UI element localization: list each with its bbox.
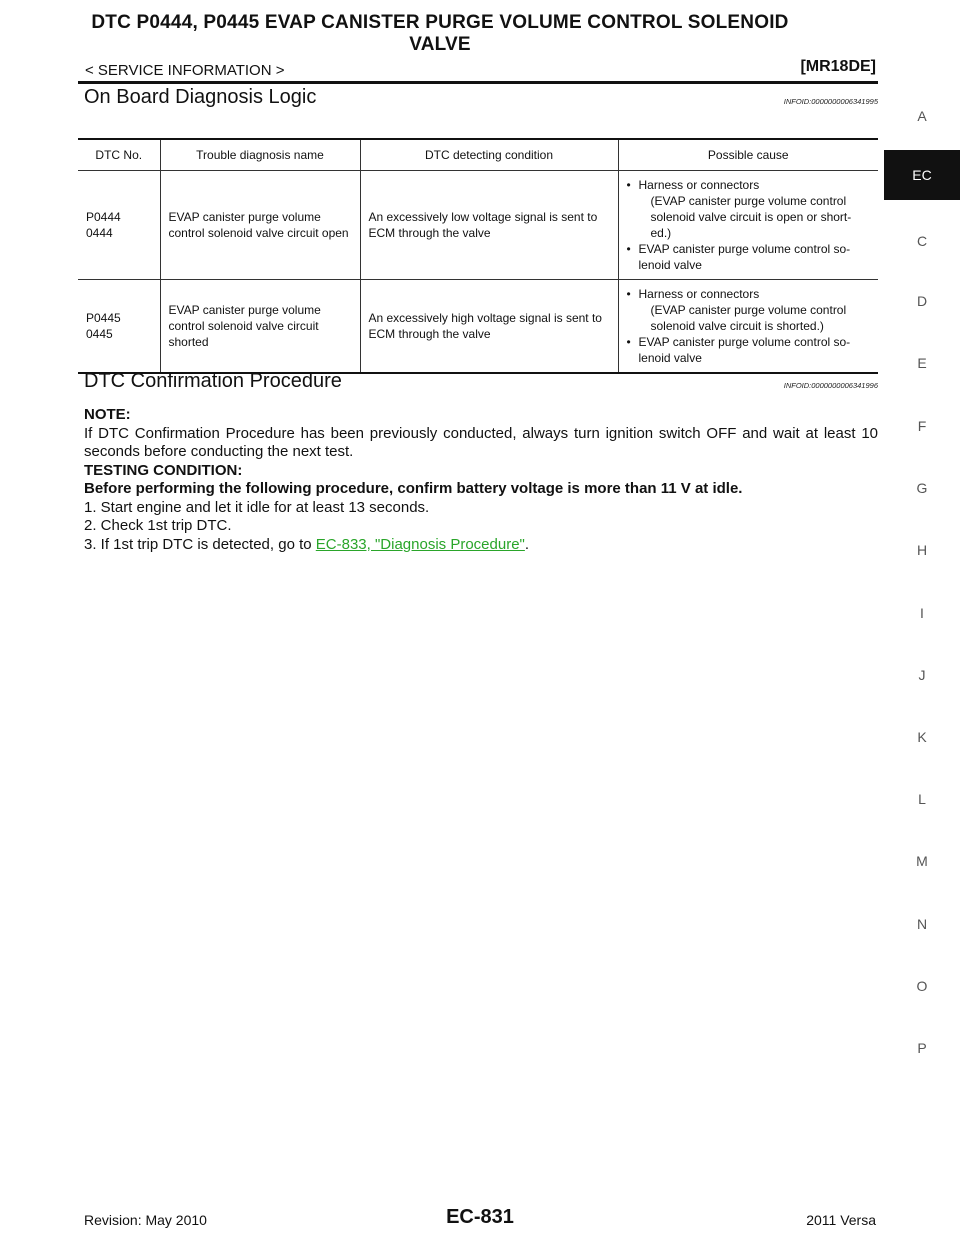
step-3: 3. If 1st trip DTC is detected, go to EC… (84, 535, 530, 553)
tab-a[interactable]: A (917, 108, 927, 124)
section-title-obd-logic: On Board Diagnosis Logic (84, 86, 317, 108)
cause-item: Harness or connectors(EVAP canister purg… (627, 177, 871, 241)
tab-p[interactable]: P (917, 1040, 927, 1056)
col-header-condition: DTC detecting condition (359, 138, 618, 171)
page-title: DTC P0444, P0445 EVAP CANISTER PURGE VOL… (60, 12, 820, 56)
col-header-cause: Possible cause (617, 138, 878, 171)
revision-date: Revision: May 2010 (84, 1212, 207, 1228)
info-id-2: INFOID:0000000006341996 (783, 381, 878, 390)
condition-cell: An excessively high voltage signal is se… (359, 279, 618, 374)
section-breadcrumb: < SERVICE INFORMATION > (85, 62, 285, 79)
note-label: NOTE: (84, 406, 131, 423)
section-title-confirmation: DTC Confirmation Procedure (84, 370, 342, 392)
tab-h[interactable]: H (916, 542, 928, 558)
tab-i[interactable]: I (920, 605, 924, 621)
testing-text: Before performing the following procedur… (84, 480, 743, 497)
tab-o[interactable]: O (916, 978, 928, 994)
dtc-table: DTC No. Trouble diagnosis name DTC detec… (78, 138, 878, 374)
title-line-2: VALVE (409, 34, 471, 55)
header-rule (78, 81, 878, 84)
cause-cell: Harness or connectors(EVAP canister purg… (617, 170, 878, 280)
step-2: 2. Check 1st trip DTC. (84, 517, 232, 534)
engine-code: [MR18DE] (800, 58, 876, 75)
tab-m[interactable]: M (916, 853, 928, 869)
testing-label: TESTING CONDITION: (84, 461, 243, 479)
diagnosis-procedure-link[interactable]: EC-833, "Diagnosis Procedure" (315, 535, 525, 553)
tab-l[interactable]: L (918, 791, 926, 807)
name-cell: EVAP canister purge volume control solen… (159, 279, 360, 374)
name-cell: EVAP canister purge volume control solen… (159, 170, 360, 280)
tab-n[interactable]: N (916, 916, 928, 932)
col-header-dtc: DTC No. (78, 138, 160, 171)
tab-g[interactable]: G (916, 480, 928, 496)
procedure-body: NOTE: If DTC Confirmation Procedure has … (84, 406, 878, 554)
tab-d[interactable]: D (916, 293, 928, 309)
title-line-1: DTC P0444, P0445 EVAP CANISTER PURGE VOL… (91, 12, 789, 33)
vehicle-model: 2011 Versa (806, 1212, 876, 1228)
table-header-row: DTC No. Trouble diagnosis name DTC detec… (78, 138, 878, 171)
cause-cell: Harness or connectors(EVAP canister purg… (617, 279, 878, 374)
col-header-name: Trouble diagnosis name (159, 138, 360, 171)
cause-item: Harness or connectors(EVAP canister purg… (627, 286, 871, 334)
note-text: If DTC Confirmation Procedure has been p… (84, 424, 878, 461)
cause-item: EVAP canister purge volume control so-le… (627, 334, 871, 366)
tab-e[interactable]: E (917, 355, 927, 371)
tab-c[interactable]: C (916, 233, 928, 249)
page-number: EC-831 (446, 1206, 514, 1228)
tab-f[interactable]: F (917, 418, 927, 434)
step-1: 1. Start engine and let it idle for at l… (84, 498, 430, 516)
condition-cell: An excessively low voltage signal is sen… (359, 170, 618, 280)
tab-k[interactable]: K (917, 729, 927, 745)
tab-j[interactable]: J (918, 667, 926, 683)
info-id-1: INFOID:0000000006341995 (783, 97, 878, 106)
tab-ec[interactable]: EC (884, 150, 960, 200)
cause-item: EVAP canister purge volume control so-le… (627, 241, 871, 273)
